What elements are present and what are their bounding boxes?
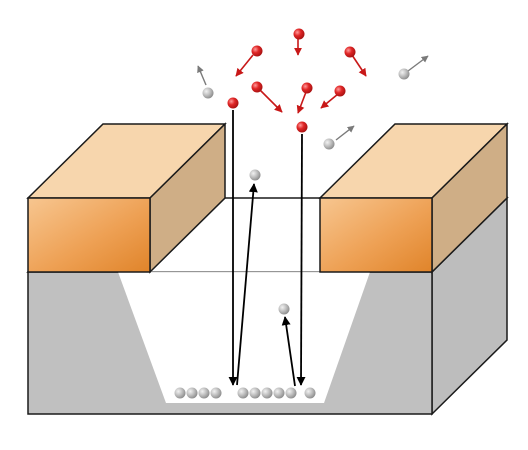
ion-trajectory <box>296 133 306 386</box>
trajectories <box>228 110 306 387</box>
bottom-particle <box>304 387 316 399</box>
ion-arrow <box>351 54 367 77</box>
mask-left-front <box>27 197 151 273</box>
bottom-particle <box>210 387 222 399</box>
neutral-arrow <box>335 125 355 141</box>
bottom-particle <box>237 387 249 399</box>
ion <box>296 121 308 133</box>
bottom-particle <box>186 387 198 399</box>
bottom-particle <box>273 387 285 399</box>
ion <box>251 45 263 57</box>
ion <box>334 85 346 97</box>
mask-right-front <box>319 197 433 273</box>
sputtered-neutrals <box>197 55 429 315</box>
incoming-ions <box>227 28 367 133</box>
bottom-particle <box>249 387 261 399</box>
bottom-particle <box>174 387 186 399</box>
ion <box>293 28 305 40</box>
ion-arrow <box>235 54 254 77</box>
neutral-particle <box>323 138 335 150</box>
ion <box>301 82 313 94</box>
bottom-particle <box>198 387 210 399</box>
neutral-particle <box>202 87 214 99</box>
neutral-particle <box>398 68 410 80</box>
neutral-particle <box>249 169 261 181</box>
ion-arrow <box>320 93 339 109</box>
ion <box>344 46 356 58</box>
neutral-particle <box>278 303 290 315</box>
neutral-arrow <box>407 55 429 72</box>
mask-block-right <box>318 122 509 274</box>
neutral-arrow <box>197 65 207 86</box>
trench-profile <box>118 272 370 403</box>
sputter-trajectory <box>281 316 296 387</box>
bottom-particle <box>285 387 297 399</box>
trench-bottom-particles <box>174 387 316 399</box>
mask-block-left <box>26 122 227 274</box>
bottom-particle <box>261 387 273 399</box>
ion-arrow <box>259 89 283 113</box>
ion-arrow <box>296 91 307 114</box>
ion <box>251 81 263 93</box>
ion <box>227 97 239 109</box>
sputter-trajectory <box>236 183 258 386</box>
